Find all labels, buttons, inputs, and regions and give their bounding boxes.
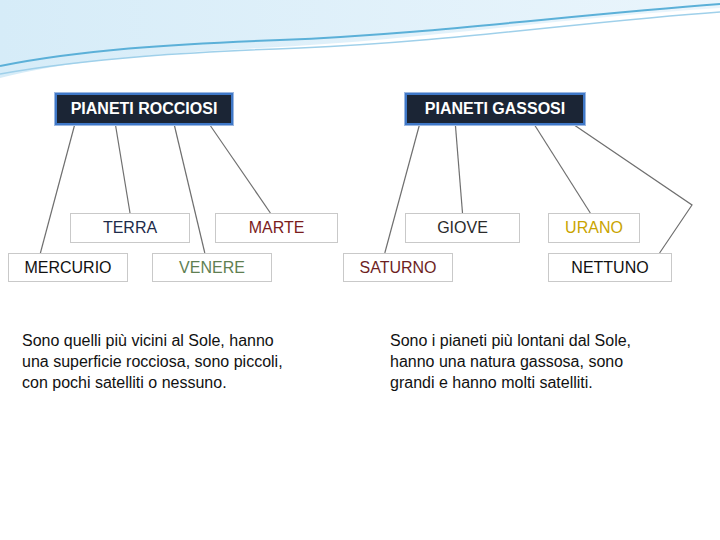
- description-text: Sono quelli più vicini al Sole, hanno un…: [22, 330, 284, 393]
- planet-box: TERRA: [70, 213, 190, 243]
- planet-name: VENERE: [179, 259, 245, 277]
- banner-line: [0, 4, 720, 66]
- connector-line: [210, 125, 271, 213]
- connector-line: [116, 125, 131, 213]
- category-title: PIANETI ROCCIOSI: [71, 100, 218, 118]
- planet-box: VENERE: [152, 253, 272, 282]
- planet-box: GIOVE: [405, 213, 520, 243]
- planet-box: MERCURIO: [8, 253, 128, 282]
- planet-name: TERRA: [103, 219, 157, 237]
- planet-name: MERCURIO: [24, 259, 111, 277]
- banner-line: [0, 12, 720, 74]
- description-text: Sono i pianeti più lontani dal Sole, han…: [390, 330, 652, 393]
- planet-name: MARTE: [249, 219, 305, 237]
- planet-name: URANO: [565, 219, 623, 237]
- planet-name: SATURNO: [359, 259, 436, 277]
- planet-box: URANO: [548, 213, 640, 243]
- header-banner: [0, 0, 720, 90]
- planet-box: MARTE: [215, 213, 338, 243]
- planet-name: GIOVE: [437, 219, 488, 237]
- connector-line: [535, 125, 591, 213]
- connector-line: [455, 125, 462, 213]
- planet-box: NETTUNO: [548, 253, 672, 282]
- category-box: PIANETI GASSOSI: [405, 93, 585, 125]
- banner-wave: [0, 0, 720, 78]
- category-box: PIANETI ROCCIOSI: [55, 93, 233, 125]
- planet-name: NETTUNO: [571, 259, 648, 277]
- category-title: PIANETI GASSOSI: [425, 100, 565, 118]
- planet-box: SATURNO: [343, 253, 453, 282]
